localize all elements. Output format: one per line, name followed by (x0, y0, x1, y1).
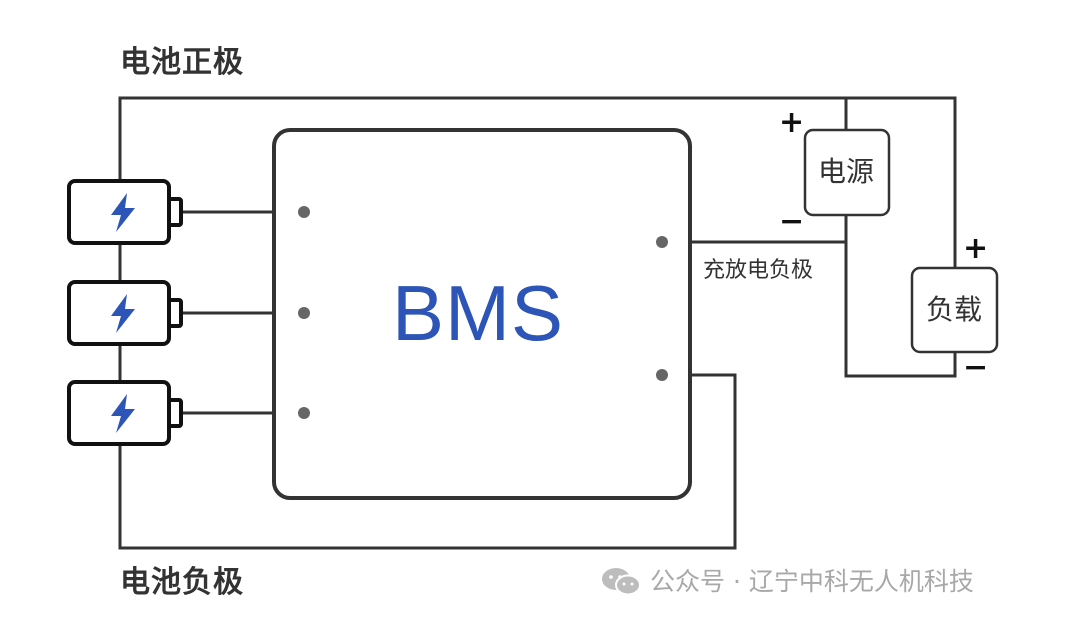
positive-bus-wire (118, 96, 957, 268)
power-source-label: 电源 (818, 155, 875, 188)
bms-cell-terminal-3 (298, 407, 310, 419)
battery-positive-label: 电池正极 (120, 45, 244, 80)
load-box (910, 266, 999, 354)
load-label: 负载 (926, 293, 983, 326)
battery-negative-label: 电池负极 (120, 565, 244, 600)
power-source-box (803, 128, 891, 217)
bms-battery-negative-terminal (656, 369, 668, 381)
battery-cap (167, 398, 183, 428)
charge-discharge-negative-label: 充放电负极 (703, 258, 814, 283)
bms-charge-terminal (656, 236, 668, 248)
wechat-icon (602, 568, 641, 596)
watermark: 公众号 · 辽宁中科无人机科技 (600, 565, 974, 597)
bms-cell-terminal-2 (298, 307, 310, 319)
source-load-negative-wire (844, 215, 957, 378)
battery-cap (167, 298, 183, 328)
battery-3 (67, 380, 183, 446)
lightning-bolt-icon (111, 394, 135, 433)
negative-bus-wire (118, 373, 737, 550)
bms-title: BMS (392, 269, 565, 357)
watermark-text: 公众号 · 辽宁中科无人机科技 (650, 566, 974, 596)
lightning-bolt-icon (111, 193, 135, 232)
battery-1 (67, 179, 183, 245)
power-minus-sign: − (779, 204, 805, 239)
bms-box (272, 128, 692, 500)
battery-cap (167, 197, 183, 227)
lightning-bolt-icon (111, 294, 135, 333)
bms-cell-terminal-1 (298, 206, 310, 218)
load-minus-sign: − (963, 350, 989, 385)
load-plus-sign: + (963, 231, 989, 266)
battery-2 (67, 280, 183, 346)
power-plus-sign: + (779, 105, 805, 140)
